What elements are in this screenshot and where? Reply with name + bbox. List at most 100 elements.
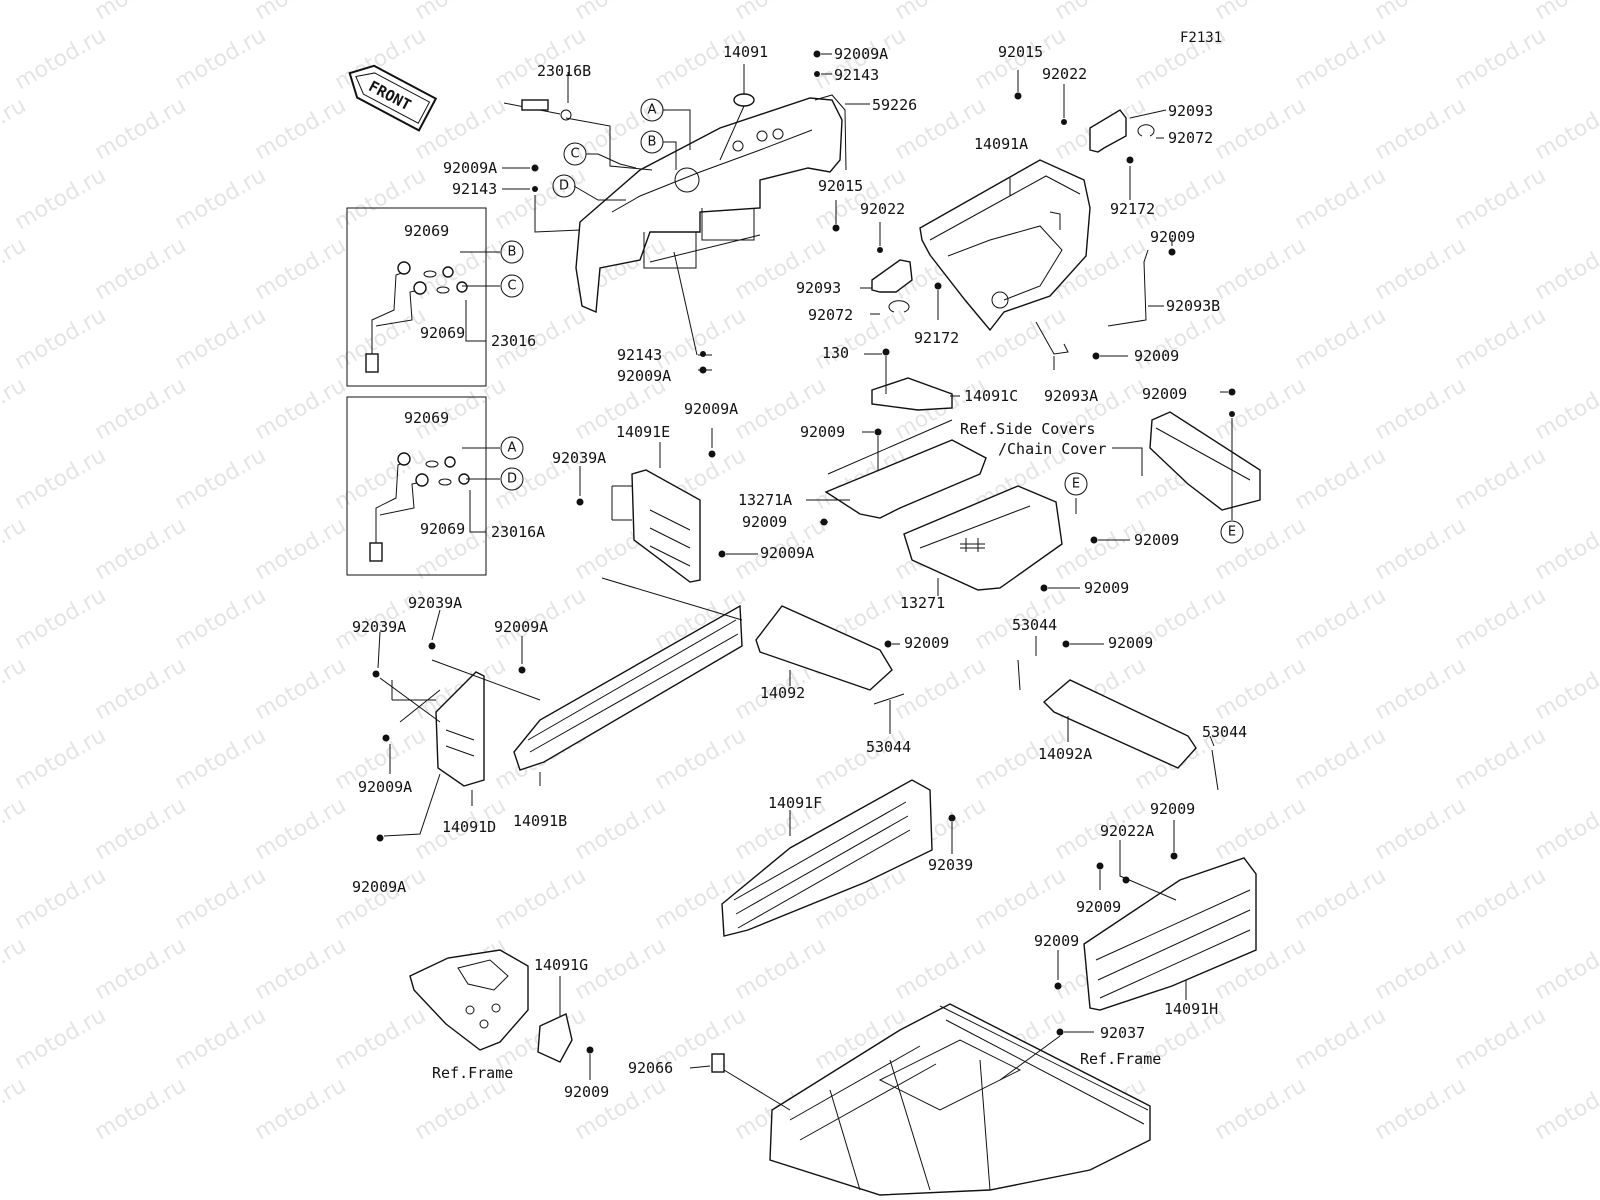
circle-E-1: E: [1072, 477, 1080, 492]
watermark-text: motod.ru: [1211, 513, 1311, 585]
watermark-text: motod.ru: [11, 163, 111, 235]
ref-frame-left: Ref.Frame: [432, 1064, 513, 1082]
watermark-text: motod.ru: [491, 163, 591, 235]
watermark-text: motod.ru: [251, 93, 351, 165]
watermark-text: motod.ru: [0, 373, 30, 445]
label-92009A-e2: 92009A: [684, 400, 738, 418]
watermark-text: motod.ru: [1451, 863, 1551, 935]
circle-E-2: E: [1228, 525, 1236, 540]
watermark-text: motod.ru: [1211, 653, 1311, 725]
ref-side-covers: Ref.Side Covers: [960, 420, 1095, 438]
watermark-text: motod.ru: [0, 513, 30, 585]
label-92009-r3: 92009: [1142, 385, 1187, 403]
watermark-text: motod.ru: [11, 443, 111, 515]
harness-box-23016: [346, 207, 487, 387]
label-23016A: 23016A: [491, 523, 545, 541]
watermark-text: motod.ru: [91, 513, 191, 585]
watermark-text: motod.ru: [1211, 93, 1311, 165]
watermark-text: motod.ru: [491, 23, 591, 95]
leader-lines: [377, 53, 1233, 1111]
panel-14091F: [721, 779, 933, 937]
watermark-text: motod.ru: [1531, 93, 1600, 165]
label-92039: 92039: [928, 856, 973, 874]
label-92009A-l3: 92009A: [494, 618, 548, 636]
label-92093A: 92093A: [1044, 387, 1098, 405]
label-92015-mid: 92015: [818, 177, 863, 195]
watermark-text: motod.ru: [171, 443, 271, 515]
label-14091C: 14091C: [964, 387, 1018, 405]
label-92009-r2: 92009: [1134, 347, 1179, 365]
watermark-text: motod.ru: [1371, 933, 1471, 1005]
watermark-text: motod.ru: [0, 793, 30, 865]
label-92009A-e1: 92009A: [760, 544, 814, 562]
clip-92066: [711, 1053, 725, 1073]
watermark-text: motod.ru: [811, 723, 911, 795]
label-92009-g: 92009: [564, 1083, 609, 1101]
watermark-text: motod.ru: [0, 0, 30, 25]
watermark-text: motod.ru: [491, 863, 591, 935]
label-14091H: 14091H: [1164, 1000, 1218, 1018]
watermark-text: motod.ru: [331, 863, 431, 935]
watermark-text: motod.ru: [0, 93, 30, 165]
reference-notes: Ref.Side Covers /Chain Cover Ref.Frame R…: [432, 420, 1161, 1082]
watermark-text: motod.ru: [171, 1003, 271, 1075]
watermark-text: motod.ru: [251, 513, 351, 585]
watermark-text: motod.ru: [331, 1003, 431, 1075]
label-92009-h2: 92009: [1076, 898, 1121, 916]
watermark-text: motod.ru: [251, 233, 351, 305]
reference-circles: A B C D B C A D E E: [500, 98, 1244, 544]
label-92172-right: 92172: [1110, 200, 1155, 218]
watermark-text: motod.ru: [91, 233, 191, 305]
panel-14091E: [631, 469, 701, 583]
label-14091E: 14091E: [616, 423, 670, 441]
watermark-text: motod.ru: [11, 723, 111, 795]
panel-14091H: [1083, 857, 1257, 1011]
label-92093-right: 92093: [1168, 102, 1213, 120]
watermark-text: motod.ru: [0, 1073, 30, 1145]
watermark-text: motod.ru: [1291, 863, 1391, 935]
plate-13271: [903, 485, 1063, 591]
strip-53044-right: [1211, 749, 1219, 791]
watermark-text: motod.ru: [1371, 0, 1471, 25]
watermark-text: motod.ru: [1451, 163, 1551, 235]
watermark-text: motod.ru: [91, 1073, 191, 1145]
watermark-text: motod.ru: [1371, 513, 1471, 585]
watermark-text: motod.ru: [1531, 0, 1600, 25]
watermark-text: motod.ru: [171, 23, 271, 95]
watermark-text: motod.ru: [971, 863, 1071, 935]
label-92069-c: 92069: [404, 409, 449, 427]
watermark-text: motod.ru: [1531, 513, 1600, 585]
label-14091: 14091: [723, 43, 768, 61]
watermark-text: motod.ru: [91, 793, 191, 865]
watermark-text: motod.ru: [1531, 1073, 1600, 1145]
watermark-text: motod.ru: [0, 653, 30, 725]
glovebox-14091A: [919, 159, 1091, 332]
label-92009-c1: 92009: [800, 423, 845, 441]
label-92009A-left: 92009A: [443, 159, 497, 177]
label-130: 130: [822, 344, 849, 362]
watermark-text: motod.ru: [1451, 303, 1551, 375]
harness-box-23016A: [346, 396, 487, 576]
label-92093-mid: 92093: [796, 279, 841, 297]
watermark-text: motod.ru: [91, 933, 191, 1005]
label-92066: 92066: [628, 1059, 673, 1077]
watermark-text: motod.ru: [1211, 233, 1311, 305]
watermark-text: motod.ru: [251, 1073, 351, 1145]
watermark-text: motod.ru: [91, 0, 191, 25]
watermark-text: motod.ru: [1211, 1073, 1311, 1145]
label-92009-c2: 92009: [742, 513, 787, 531]
label-92009-h1: 92009: [1150, 800, 1195, 818]
watermark-text: motod.ru: [171, 583, 271, 655]
label-92022-top: 92022: [1042, 65, 1087, 83]
watermark-text: motod.ru: [571, 0, 671, 25]
label-92009A-top: 92009A: [834, 45, 888, 63]
watermark-text: motod.ru: [91, 653, 191, 725]
watermark-text: motod.ru: [251, 0, 351, 25]
diagram-code: F2131: [1180, 30, 1222, 46]
label-92172-mid: 92172: [914, 329, 959, 347]
label-92009-r1: 92009: [1150, 228, 1195, 246]
watermark-text: motod.ru: [1531, 373, 1600, 445]
watermark-text: motod.ru: [0, 233, 30, 305]
label-92015-top: 92015: [998, 43, 1043, 61]
